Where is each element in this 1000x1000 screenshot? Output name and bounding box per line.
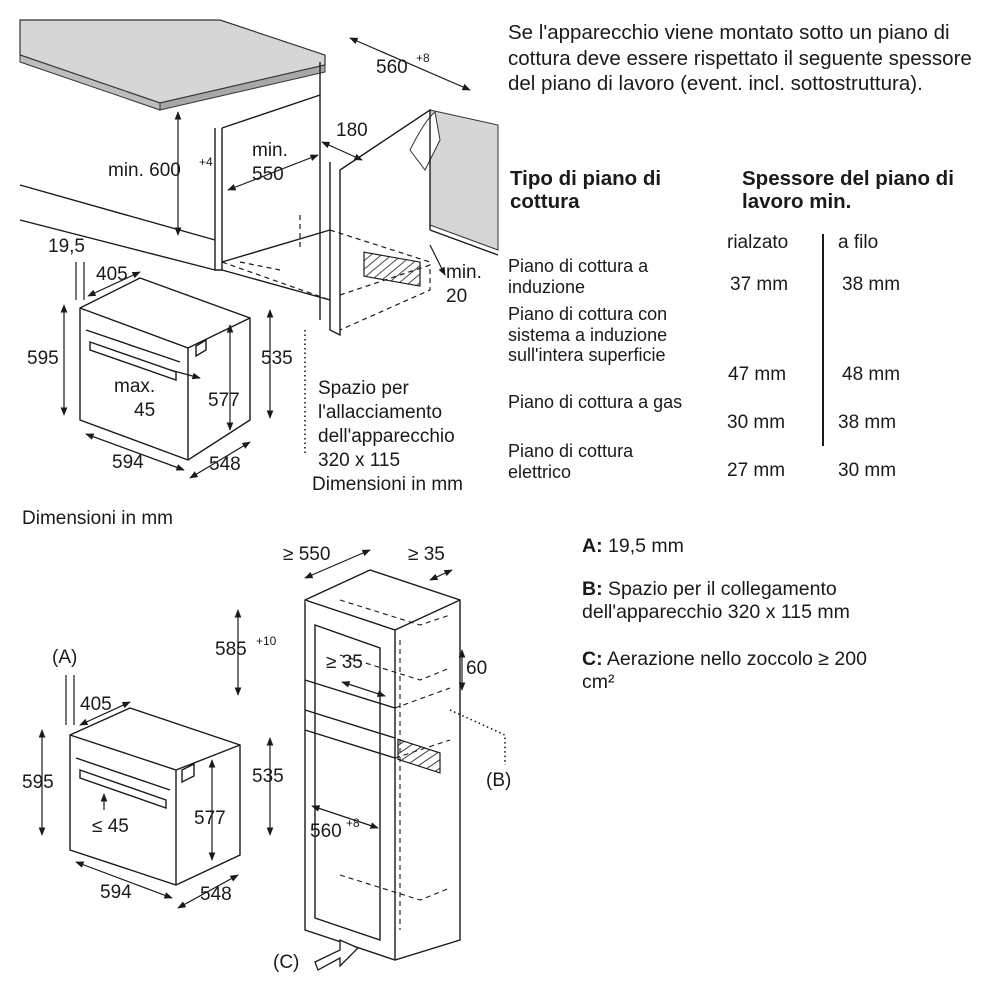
- table-row-raised-gas: 30 mm: [727, 412, 786, 433]
- table-row-raised-induction: 37 mm: [730, 274, 789, 295]
- table-subheader-raised: rialzato: [727, 232, 789, 253]
- legend-c-text: Aerazione nello zoccolo ≥ 200 cm²: [582, 648, 867, 693]
- units-note-bottom: Dimensioni in mm: [22, 508, 173, 529]
- table-header-thickness: Spessore del piano di lavoro min.: [742, 167, 954, 213]
- connection-space-hatch-bottom: [397, 738, 441, 774]
- table-row-flush-gas: 38 mm: [838, 412, 897, 433]
- label-a: (A): [52, 647, 77, 668]
- dim-min600-sup: +4: [199, 155, 213, 169]
- tall-unit-install-diagram: ≥ 550 ≥ 35 585 +10 ≥ 35 60 560 +8 (B) (C…: [22, 544, 511, 973]
- table-row-flush-full-induction: 48 mm: [842, 364, 901, 385]
- dim-535: 535: [261, 348, 293, 369]
- dim-535-bottom: 535: [252, 766, 284, 787]
- connection-note-l1: Spazio per: [318, 378, 410, 399]
- undercounter-install-diagram: 560 +8 min. 600 +4 min. 550 180 min. 20 …: [19, 19, 499, 495]
- dim-594-bottom: 594: [100, 882, 132, 903]
- dim-min550-a: min.: [252, 140, 288, 161]
- dim-max45-b: 45: [134, 400, 155, 421]
- units-note-top: Dimensioni in mm: [312, 474, 463, 495]
- legend-a-key: A:: [582, 535, 603, 557]
- table-row-label-induction: Piano di cottura a induzione: [508, 256, 649, 297]
- dim-min20-b: 20: [446, 286, 467, 307]
- table-row-label-full-induction: Piano di cottura con sistema a induzione…: [508, 304, 668, 365]
- dim-577-bottom: 577: [194, 808, 226, 829]
- dim-560: 560: [376, 57, 408, 78]
- table-row-flush-induction: 38 mm: [842, 274, 901, 295]
- table-row-flush-electric: 30 mm: [838, 460, 897, 481]
- legend-b: B: Spazio per il collegamento dell'appar…: [582, 578, 962, 624]
- dim-595-bottom: 595: [22, 772, 54, 793]
- dim-19-5: 19,5: [48, 236, 85, 257]
- connection-note-l4: 320 x 115: [318, 450, 400, 471]
- dim-180: 180: [336, 120, 368, 141]
- dim-le45-bottom: ≤ 45: [92, 816, 129, 837]
- legend-c: C: Aerazione nello zoccolo ≥ 200 cm²: [582, 648, 902, 694]
- dim-585: 585: [215, 639, 247, 660]
- legend-b-key: B:: [582, 578, 603, 600]
- dim-60: 60: [466, 658, 487, 679]
- dim-min20-a: min.: [446, 262, 482, 283]
- dim-ge35-mid: ≥ 35: [326, 652, 363, 673]
- dim-min600: min. 600: [108, 160, 181, 181]
- dim-560-bottom: 560: [310, 821, 342, 842]
- table-row-label-electric: Piano di cottura elettrico: [508, 441, 634, 482]
- dim-ge550: ≥ 550: [283, 544, 330, 565]
- legend-c-key: C:: [582, 648, 603, 670]
- table-header-hob-type: Tipo di piano di cottura: [510, 167, 662, 213]
- table-row-label-gas: Piano di cottura a gas: [508, 392, 683, 412]
- dim-595: 595: [27, 348, 59, 369]
- label-c: (C): [273, 952, 299, 973]
- legend-a-text: 19,5 mm: [608, 535, 684, 557]
- intro-text: Se l'apparecchio viene montato sotto un …: [508, 21, 972, 95]
- legend-a: A: 19,5 mm: [582, 535, 982, 558]
- dim-405-bottom: 405: [80, 694, 112, 715]
- dim-max45-a: max.: [114, 376, 155, 397]
- label-b: (B): [486, 770, 511, 791]
- connection-space-hatch: [363, 251, 421, 287]
- dim-594: 594: [112, 452, 144, 473]
- counter-top: [19, 19, 326, 104]
- dim-577: 577: [208, 390, 240, 411]
- dim-560-sup: +8: [416, 51, 430, 65]
- legend-b-text: Spazio per il collegamento dell'apparecc…: [582, 578, 850, 623]
- connection-note-l2: l'allacciamento: [318, 402, 442, 423]
- table-subheader-flush: a filo: [838, 232, 879, 253]
- connection-note-l3: dell'apparecchio: [318, 426, 455, 447]
- table-divider: [822, 234, 824, 446]
- table-row-raised-electric: 27 mm: [727, 460, 786, 481]
- dim-ge35-top: ≥ 35: [408, 544, 445, 565]
- dim-585-sup: +10: [256, 634, 277, 648]
- table-row-raised-full-induction: 47 mm: [728, 364, 787, 385]
- dim-405: 405: [96, 264, 128, 285]
